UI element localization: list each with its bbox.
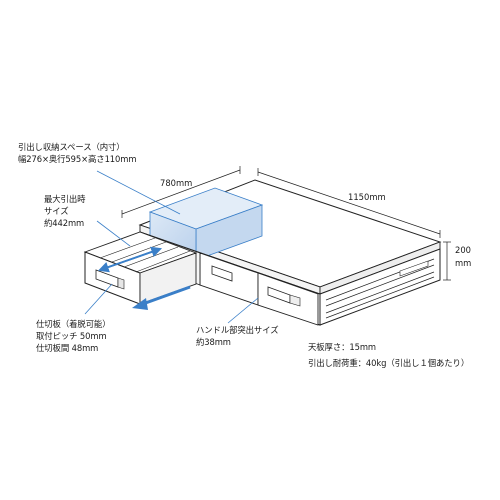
dimension-depth-line [121,166,241,218]
divider-pitch: 取付ピッチ 50mm [36,331,107,341]
max-pull-arrow [97,246,163,273]
handle-title: ハンドル部突出サイズ [196,325,279,335]
handle-callout: ハンドル部突出サイズ 約38mm [196,324,279,348]
divider-title: 仕切板（着脱可能） [36,319,111,329]
pull-direction-arrow [132,285,191,310]
max-pull-title: 最大引出時 [44,194,86,204]
top-thickness-spec: 天板厚さ：15mm [308,342,376,352]
leader-lines [84,170,259,324]
max-pull-value: 約442mm [44,218,85,228]
drawer-right [257,272,319,326]
divider-gap: 仕切板間 48mm [36,343,99,353]
dimension-height-value: 200 [455,245,471,255]
dimension-width-label: 1150mm [348,192,386,202]
max-pull-label: サイズ [44,206,69,216]
dimension-width-line [257,168,441,238]
max-pull-callout: 最大引出時 サイズ 約442mm [44,193,85,229]
storage-space-title: 引出し収納スペース（内寸） [18,142,125,152]
drawer-load-spec: 引出し耐荷重：40kg（引出し１個あたり） [308,358,470,368]
storage-space-callout: 引出し収納スペース（内寸） 幅276×奥行595×高さ110mm [18,141,136,165]
dimension-height-line [443,241,451,281]
divider-callout: 仕切板（着脱可能） 取付ピッチ 50mm 仕切板間 48mm [36,318,111,354]
dimension-height-unit: mm [455,258,472,268]
handle-value: 約38mm [196,337,231,347]
dimension-depth-label: 780mm [160,178,193,188]
storage-space-size: 幅276×奥行595×高さ110mm [18,154,137,164]
